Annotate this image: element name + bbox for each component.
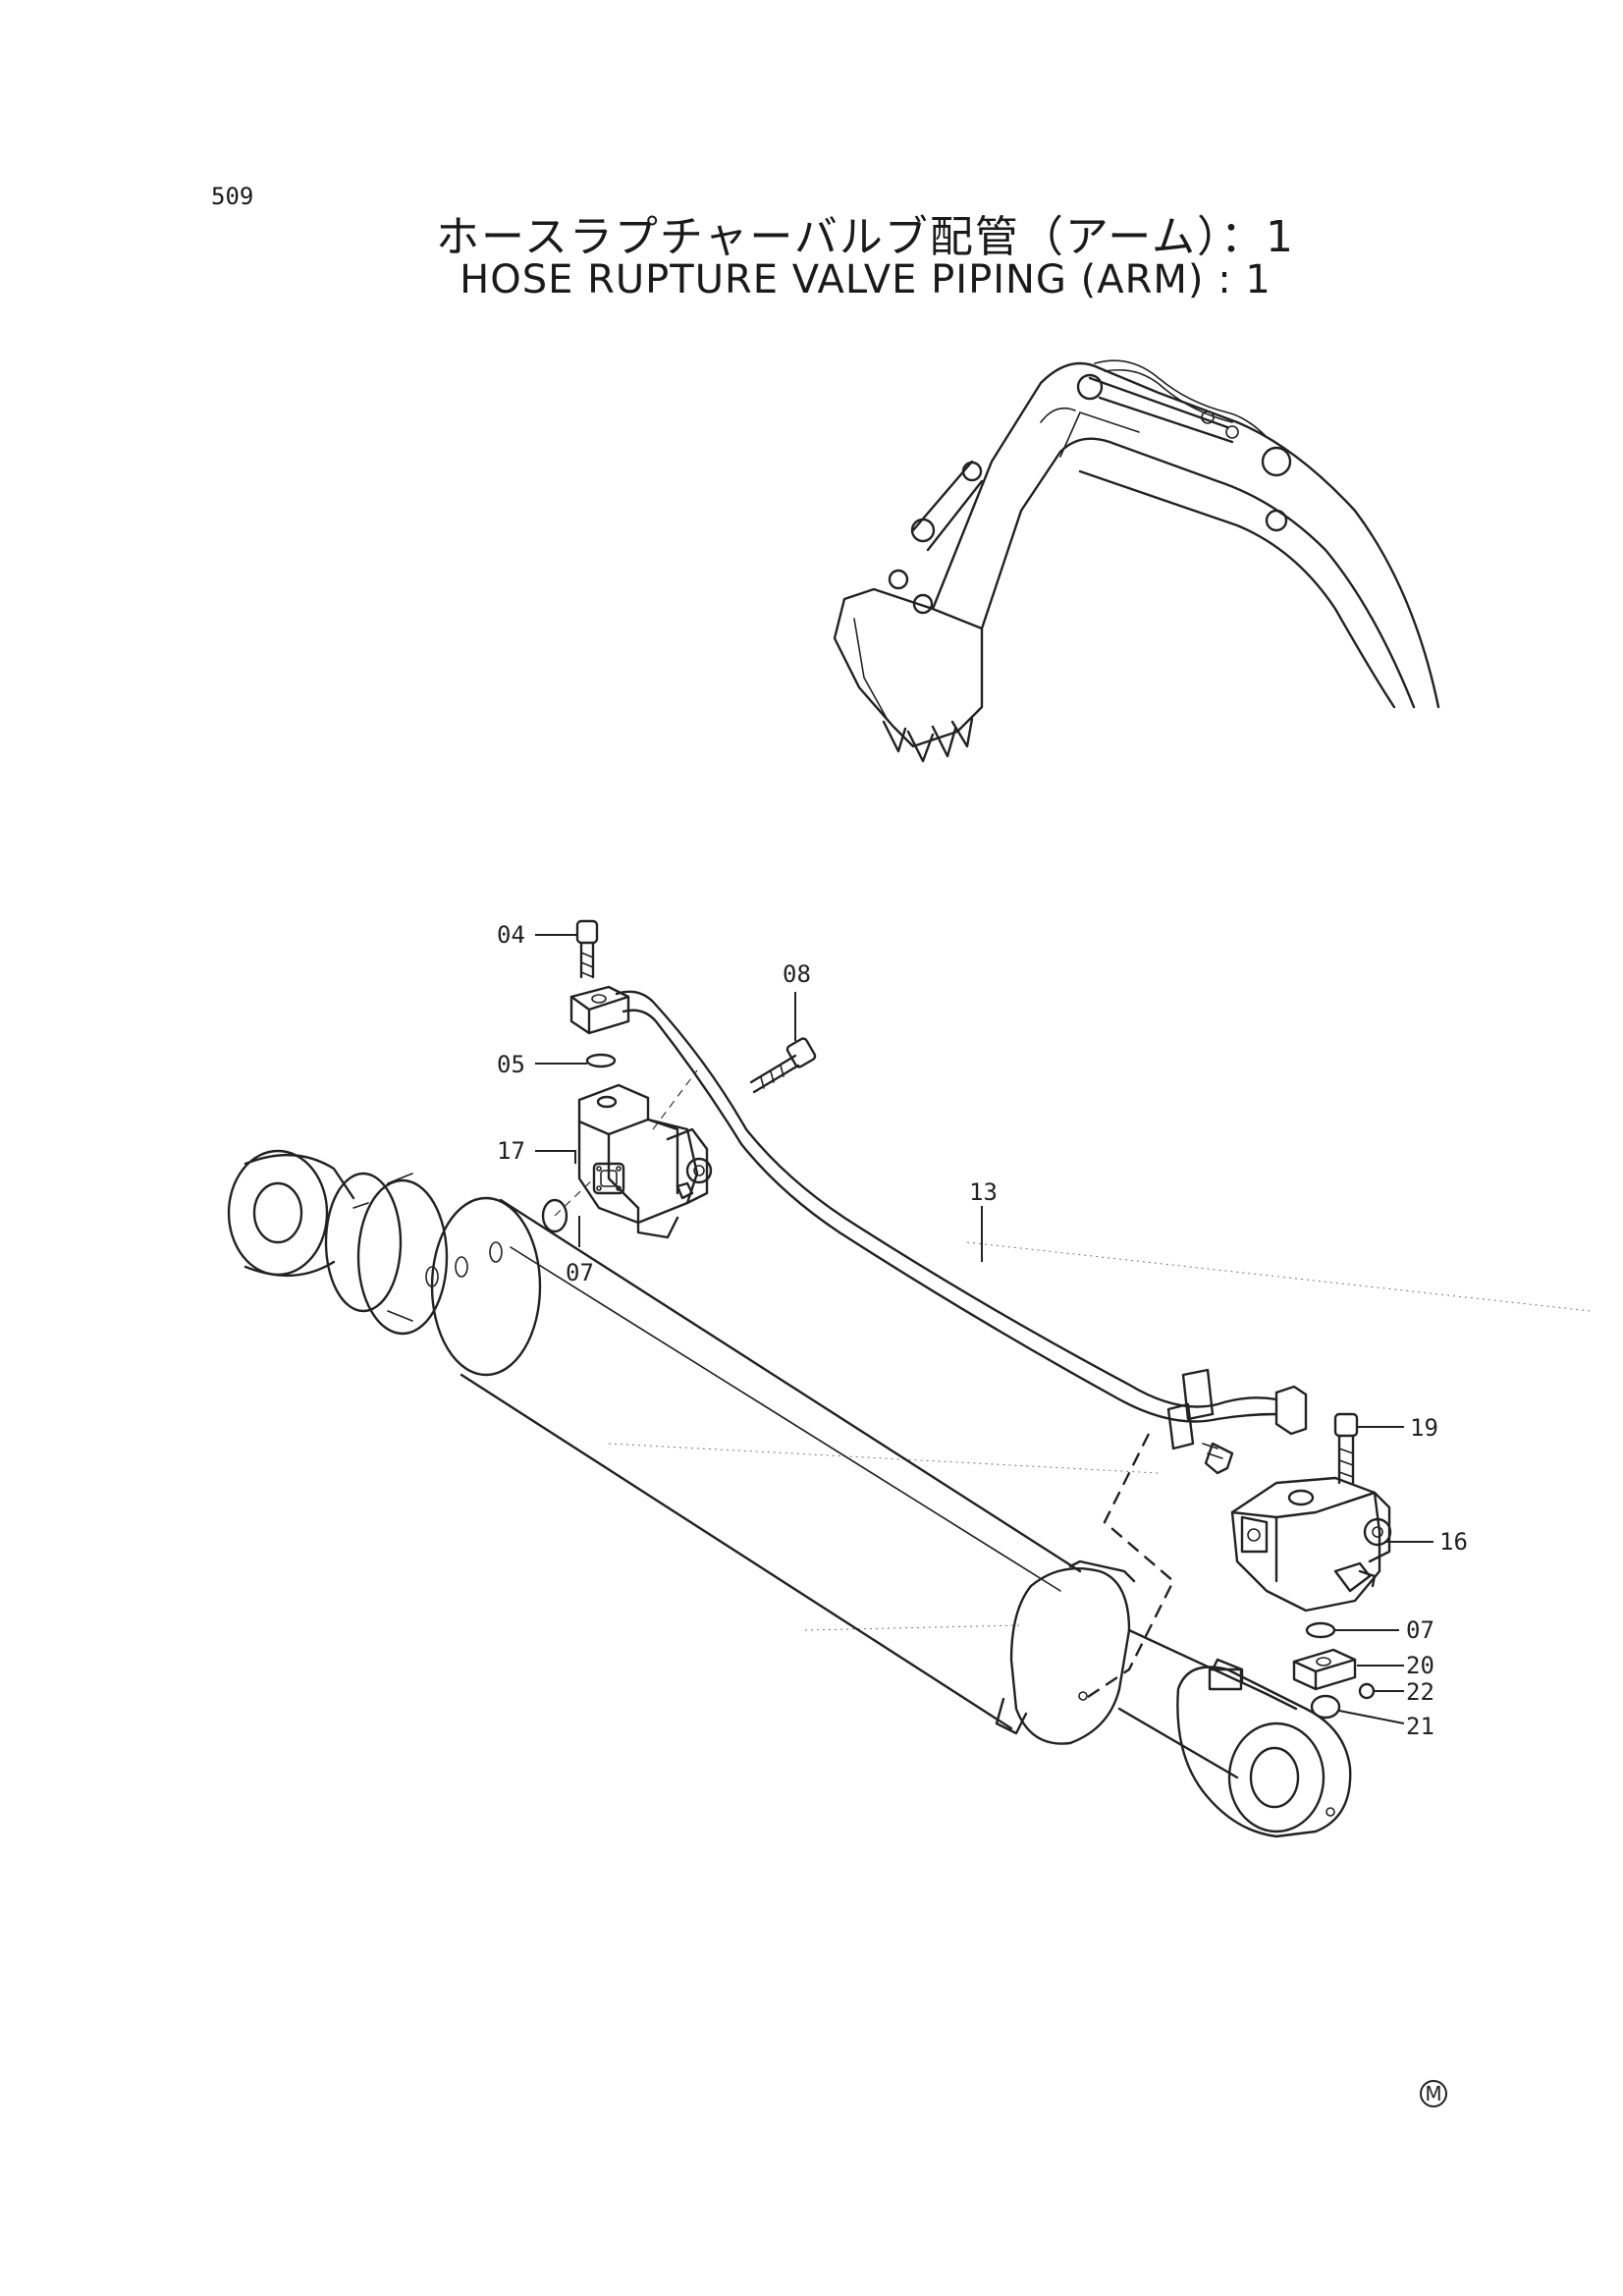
callout-labels: 04 05 08 17 07 13 19 16 07 20 22 21 <box>497 921 1468 1740</box>
arm-cylinder <box>227 1149 1352 1838</box>
corner-mark-letter: M <box>1425 2082 1441 2105</box>
callout-20: 20 <box>1406 1652 1434 1679</box>
bolt-08 <box>749 1037 817 1094</box>
callout-22: 22 <box>1406 1678 1434 1706</box>
callout-07-lower: 07 <box>1406 1616 1434 1644</box>
corner-m-mark: M <box>1420 2080 1447 2107</box>
callout-04: 04 <box>497 921 525 949</box>
page-number: 509 <box>211 183 254 210</box>
callout-19: 19 <box>1410 1414 1438 1442</box>
callout-08: 08 <box>783 960 811 988</box>
hose-13 <box>615 990 1308 1700</box>
title-english: HOSE RUPTURE VALVE PIPING (ARM) : 1 <box>460 257 1271 302</box>
callout-05: 05 <box>497 1051 525 1078</box>
callout-13: 13 <box>969 1178 998 1206</box>
callout-17: 17 <box>497 1137 525 1165</box>
callout-16: 16 <box>1439 1528 1468 1556</box>
callout-07-upper: 07 <box>566 1259 594 1286</box>
valve-16 <box>1230 1412 1392 1720</box>
title-japanese: ホースラプチャーバルブ配管（アーム）：1 <box>436 212 1295 262</box>
valve-17 <box>541 1069 713 1239</box>
excavator-arm-overview <box>833 359 1440 763</box>
callout-21: 21 <box>1406 1713 1434 1740</box>
guide-lines <box>608 1241 1592 1631</box>
leader-lines <box>535 934 1434 1724</box>
upper-flange-block <box>569 919 630 1068</box>
